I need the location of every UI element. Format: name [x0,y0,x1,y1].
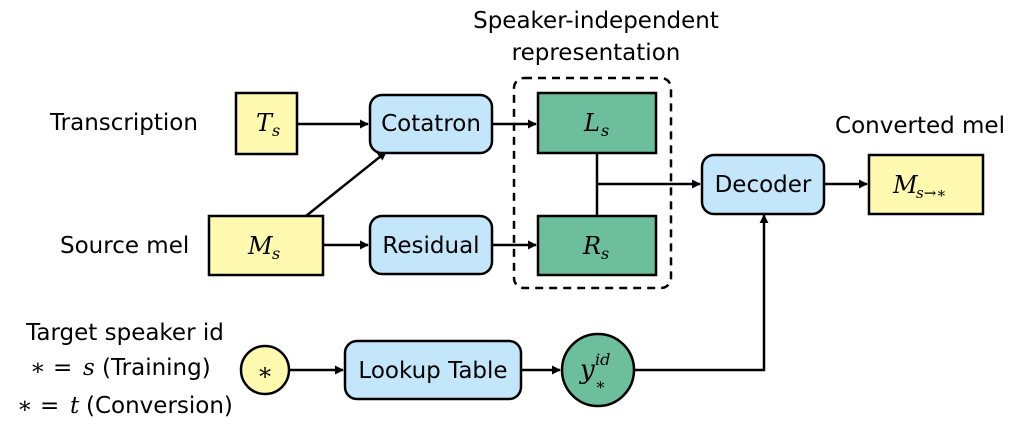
svg-text:M: M [892,171,919,199]
speaker-embedding-circle: y id ∗ [560,332,636,408]
converted-mel-output-box: M s→∗ [867,153,985,216]
residual-block: Residual [368,214,494,276]
speaker-independent-group [512,76,673,290]
source-mel-input-box: M s [207,214,325,277]
speaker-independent-label-line2: representation [512,40,681,66]
speaker-independent-label-line1: Speaker-independent [473,8,719,34]
svg-text:Cotatron: Cotatron [381,111,481,137]
cotatron-block: Cotatron [368,93,494,155]
target-speaker-label: Target speaker id [25,320,224,346]
svg-text:s→∗: s→∗ [916,184,946,202]
decoder-block: Decoder [700,153,826,216]
svg-text:s: s [83,355,95,381]
svg-text:R: R [582,232,601,260]
connections [290,119,868,375]
speaker-id-star-circle: ∗ [239,344,291,396]
conversion-condition: ∗ = t (Conversion) [17,393,233,419]
svg-text:(Training): (Training) [102,355,211,381]
svg-text:(Conversion): (Conversion) [86,393,233,419]
svg-text:Decoder: Decoder [715,172,812,198]
svg-text:M: M [247,232,274,260]
converted-mel-label: Converted mel [835,113,1005,139]
svg-text:Residual: Residual [382,233,479,259]
svg-text:=: = [53,355,72,381]
svg-text:s: s [272,121,280,140]
transcription-input-box: T s [234,91,299,156]
svg-text:∗: ∗ [257,358,273,386]
svg-text:∗: ∗ [17,393,33,419]
source-mel-label: Source mel [60,233,189,259]
svg-text:t: t [70,393,80,419]
svg-text:y: y [579,355,595,385]
svg-text:∗: ∗ [595,375,606,394]
training-condition: ∗ = s (Training) [30,355,211,381]
svg-text:L: L [583,109,600,137]
rs-representation-box: R s [536,214,658,277]
svg-text:id: id [595,350,610,369]
svg-text:T: T [256,109,274,137]
svg-text:s: s [601,121,609,140]
svg-text:∗: ∗ [30,355,46,381]
svg-text:=: = [40,393,59,419]
arrow-ms-to-cotatron [305,151,387,217]
svg-text:Lookup Table: Lookup Table [358,358,507,384]
transcription-label: Transcription [49,110,198,136]
ls-representation-box: L s [536,91,658,155]
arrow-y-to-decoder [634,214,769,372]
svg-text:s: s [601,244,609,263]
svg-text:s: s [272,244,280,263]
lookup-table-block: Lookup Table [343,339,523,401]
